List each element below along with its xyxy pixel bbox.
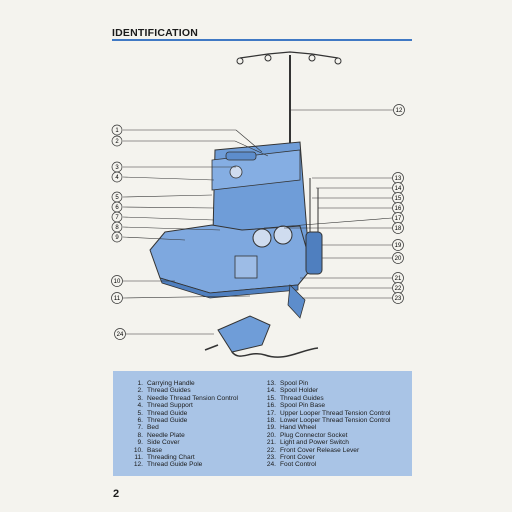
svg-text:20: 20 <box>395 256 402 262</box>
legend-item: 18.Lower Looper Thread Tension Control <box>266 417 391 425</box>
callout-3a: 3 <box>111 161 123 173</box>
legend-item: 23.Front Cover <box>266 454 315 462</box>
legend-item: 2.Thread Guides <box>137 387 191 395</box>
legend-item: 17.Upper Looper Thread Tension Control <box>266 409 391 417</box>
svg-text:24: 24 <box>117 332 124 338</box>
front-cover <box>287 284 306 319</box>
svg-text:14: 14 <box>395 186 402 192</box>
legend-item: 14.Spool Holder <box>266 387 319 395</box>
svg-text:7: 7 <box>115 215 119 221</box>
legend-item: 7.Bed <box>137 424 159 432</box>
callout-19: 19 <box>392 239 404 251</box>
svg-text:17: 17 <box>395 216 402 222</box>
legend-column-left: 1.Carrying Handle 2.Thread Guides 3.Need… <box>121 380 238 469</box>
legend-item: 19.Hand Wheel <box>266 424 317 432</box>
legend-item: 3.Needle Thread Tension Control <box>137 394 239 402</box>
legend-item: 4.Thread Support <box>137 402 193 410</box>
svg-text:13: 13 <box>395 176 402 182</box>
svg-text:2: 2 <box>115 139 119 145</box>
svg-text:6: 6 <box>115 205 119 211</box>
callout-18: 18 <box>392 222 404 234</box>
callout-6: 6 <box>111 201 123 213</box>
legend-item: 1.Carrying Handle <box>137 380 195 387</box>
legend-item: 12.Thread Guide Pole <box>133 461 203 469</box>
parts-legend: 1.Carrying Handle 2.Thread Guides 3.Need… <box>113 371 412 476</box>
upper-looper-tension-dial <box>252 228 272 248</box>
legend-item: 20.Plug Connector Socket <box>266 431 348 439</box>
callout-7: 7 <box>111 211 123 223</box>
svg-text:4: 4 <box>115 175 119 181</box>
foot-control <box>204 315 319 358</box>
svg-text:5: 5 <box>115 195 119 201</box>
legend-item: 21.Light and Power Switch <box>266 439 349 447</box>
callout-1: 1 <box>111 124 123 136</box>
svg-text:18: 18 <box>395 226 402 232</box>
heading-rule <box>112 39 412 41</box>
callout-14: 14 <box>392 182 404 194</box>
callout-15: 15 <box>392 192 404 204</box>
needle-tension-dial <box>229 165 243 179</box>
svg-text:21: 21 <box>395 276 402 282</box>
svg-text:15: 15 <box>395 196 402 202</box>
threading-chart <box>234 255 258 279</box>
callout-21: 21 <box>392 272 404 284</box>
serger-diagram: 1 2 3 4 5 6 7 8 9 10 11 24 12 13 14 15 1… <box>111 51 405 358</box>
callout-8: 8 <box>111 221 123 233</box>
callout-10: 10 <box>111 275 123 287</box>
svg-text:16: 16 <box>395 206 402 212</box>
callout-4: 4 <box>111 171 123 183</box>
callout-23: 23 <box>392 292 404 304</box>
legend-item: 22.Front Cover Release Lever <box>266 446 360 454</box>
svg-text:3: 3 <box>115 165 119 171</box>
callout-13: 13 <box>392 172 404 184</box>
svg-text:22: 22 <box>395 286 402 292</box>
legend-item: 5.Thread Guide <box>137 409 188 417</box>
callout-11: 11 <box>111 292 123 304</box>
legend-item: 15.Thread Guides <box>266 394 324 402</box>
legend-item: 9.Side Cover <box>137 439 180 447</box>
page-heading: IDENTIFICATION <box>112 27 199 39</box>
svg-text:12: 12 <box>396 108 403 114</box>
callout-16: 16 <box>392 202 404 214</box>
callout-22: 22 <box>392 282 404 294</box>
legend-item: 16.Spool Pin Base <box>266 402 326 410</box>
page-number: 2 <box>113 488 120 500</box>
svg-text:10: 10 <box>114 279 121 285</box>
svg-text:23: 23 <box>395 296 402 302</box>
svg-text:19: 19 <box>395 243 402 249</box>
lower-looper-tension-dial <box>273 225 293 245</box>
callout-20: 20 <box>392 252 404 264</box>
legend-item: 10.Base <box>133 446 163 454</box>
legend-item: 13.Spool Pin <box>266 380 309 387</box>
hand-wheel <box>305 231 323 275</box>
legend-item: 24.Foot Control <box>266 461 317 469</box>
callout-5: 5 <box>111 191 123 203</box>
callout-9: 9 <box>111 231 123 243</box>
svg-text:9: 9 <box>115 235 119 241</box>
legend-item: 6.Thread Guide <box>137 417 188 425</box>
serger-body <box>149 141 323 319</box>
carrying-handle <box>225 151 257 161</box>
legend-column-right: 13.Spool Pin 14.Spool Holder 15.Thread G… <box>254 380 391 469</box>
legend-item: 8.Needle Plate <box>137 431 185 439</box>
callout-24: 24 <box>114 328 126 340</box>
svg-text:11: 11 <box>114 296 121 302</box>
callout-17: 17 <box>392 212 404 224</box>
legend-item: 11.Threading Chart <box>134 454 195 462</box>
svg-text:8: 8 <box>115 225 119 231</box>
callout-12: 12 <box>393 104 405 116</box>
svg-text:1: 1 <box>115 128 119 134</box>
callout-2: 2 <box>111 135 123 147</box>
